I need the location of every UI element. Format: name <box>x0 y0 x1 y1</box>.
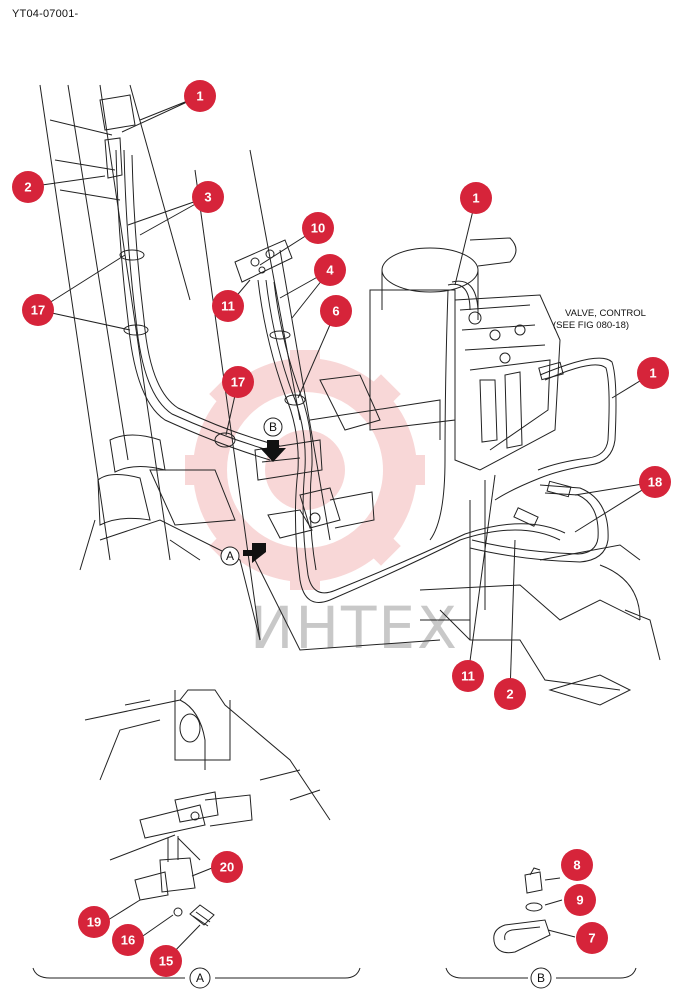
valve-note-line1: VALVE, CONTROL <box>565 308 646 319</box>
callout-4[interactable]: 4 <box>314 254 346 286</box>
svg-text:15: 15 <box>159 954 173 969</box>
svg-text:1: 1 <box>472 191 479 206</box>
callout-16[interactable]: 16 <box>112 924 144 956</box>
callout-7[interactable]: 7 <box>576 922 608 954</box>
callout-10[interactable]: 10 <box>302 212 334 244</box>
svg-text:11: 11 <box>221 299 235 314</box>
svg-text:20: 20 <box>220 860 234 875</box>
view-arrow-a: A <box>220 543 266 566</box>
callout-20[interactable]: 20 <box>211 851 243 883</box>
callout-1-right[interactable]: 1 <box>637 357 669 389</box>
view-arrow-b: B <box>260 417 286 462</box>
callout-19[interactable]: 19 <box>78 906 110 938</box>
svg-text:4: 4 <box>326 263 334 278</box>
svg-text:17: 17 <box>31 303 45 318</box>
callout-2-left[interactable]: 2 <box>12 171 44 203</box>
svg-text:10: 10 <box>311 221 325 236</box>
svg-text:19: 19 <box>87 915 101 930</box>
detail-a-bracket <box>32 967 361 979</box>
svg-text:7: 7 <box>588 931 595 946</box>
svg-text:9: 9 <box>576 893 583 908</box>
svg-text:6: 6 <box>332 304 339 319</box>
callout-9[interactable]: 9 <box>564 884 596 916</box>
watermark-text: ИНТЕХ <box>250 594 459 662</box>
callout-17-left[interactable]: 17 <box>22 294 54 326</box>
svg-text:17: 17 <box>231 375 245 390</box>
detail-a-label: A <box>196 971 204 985</box>
drawing-code: YT04-07001- <box>12 8 79 20</box>
svg-text:11: 11 <box>461 669 475 684</box>
detail-b-label-group: B <box>530 967 552 989</box>
svg-text:2: 2 <box>506 687 513 702</box>
svg-text:16: 16 <box>121 933 135 948</box>
callout-3[interactable]: 3 <box>192 181 224 213</box>
valve-note-line2: (SEE FIG 080-18) <box>553 320 629 331</box>
callout-8[interactable]: 8 <box>561 849 593 881</box>
callout-2-lower[interactable]: 2 <box>494 678 526 710</box>
callout-11-lower[interactable]: 11 <box>452 660 484 692</box>
callout-11-upper[interactable]: 11 <box>212 290 244 322</box>
svg-text:1: 1 <box>196 89 203 104</box>
callout-6[interactable]: 6 <box>320 295 352 327</box>
detail-b-bracket <box>445 967 637 979</box>
detail-a-label-group: A <box>189 967 211 989</box>
detail-a-drawing <box>84 689 331 959</box>
svg-text:3: 3 <box>204 190 211 205</box>
svg-text:18: 18 <box>648 475 662 490</box>
callout-15[interactable]: 15 <box>150 945 182 977</box>
callout-17-center[interactable]: 17 <box>222 366 254 398</box>
view-label-b: B <box>269 420 277 434</box>
svg-text:2: 2 <box>24 180 31 195</box>
callout-1-top-left[interactable]: 1 <box>184 80 216 112</box>
callout-18[interactable]: 18 <box>639 466 671 498</box>
view-label-a: A <box>226 549 234 563</box>
svg-text:1: 1 <box>649 366 656 381</box>
detail-b-label: B <box>537 971 545 985</box>
callout-1-top-right[interactable]: 1 <box>460 182 492 214</box>
svg-text:8: 8 <box>573 858 580 873</box>
detail-b-drawing <box>493 867 576 954</box>
